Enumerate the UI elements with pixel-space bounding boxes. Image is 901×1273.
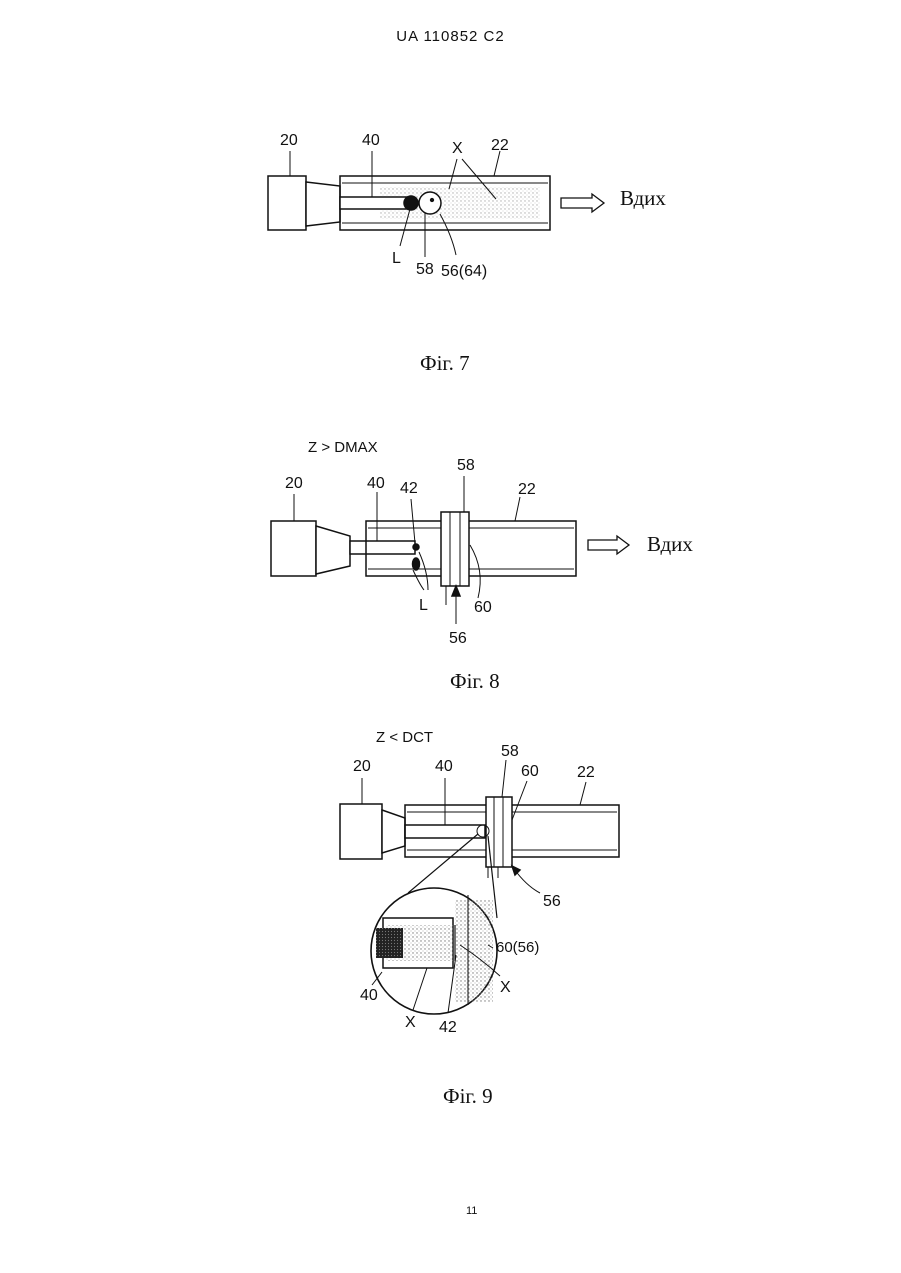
fig9-condition: Z < DCT [376, 729, 433, 746]
figure-7-caption: Фіг. 7 [420, 351, 470, 376]
fig7-label-40: 40 [362, 132, 380, 149]
fig8-label-60: 60 [474, 599, 492, 616]
page-number: 11 [466, 1205, 477, 1217]
figure-9-drawing [340, 760, 619, 1014]
fig7-label-x: X [452, 140, 463, 157]
liquid-drop [404, 196, 418, 210]
fig8-label-42: 42 [400, 480, 418, 497]
fig9-label-56: 56 [543, 893, 561, 910]
figure-9-caption: Фіг. 9 [443, 1084, 493, 1109]
fig8-condition: Z > DMAX [308, 439, 378, 456]
fig8-label-22: 22 [518, 481, 536, 498]
fig9-label-20: 20 [353, 758, 371, 775]
fig9-label-22: 22 [577, 764, 595, 781]
figure-8-caption: Фіг. 8 [450, 669, 500, 694]
fig8-label-58: 58 [457, 457, 475, 474]
figure-7-drawing [268, 151, 604, 257]
fig9-detail-label-42: 42 [439, 1019, 457, 1036]
fig7-label-l: L [392, 250, 401, 267]
fig8-outlet-label: Вдих [647, 532, 693, 556]
fig8-label-40: 40 [367, 475, 385, 492]
fig9-detail-label-x-left: X [405, 1014, 416, 1031]
figure-8-drawing [271, 476, 629, 624]
fig9-label-40: 40 [435, 758, 453, 775]
fig7-label-56-64: 56(64) [441, 263, 487, 280]
fig7-label-58: 58 [416, 261, 434, 278]
fig9-detail-label-60-56: 60(56) [496, 939, 539, 956]
fig7-label-22: 22 [491, 137, 509, 154]
fig8-label-56: 56 [449, 630, 467, 647]
fig8-label-l: L [419, 597, 428, 614]
fig8-label-20: 20 [285, 475, 303, 492]
fig7-outlet-label: Вдих [620, 186, 666, 210]
fig9-detail-label-x-right: X [500, 979, 511, 996]
fig9-detail-label-40: 40 [360, 987, 378, 1004]
fig7-label-20: 20 [280, 132, 298, 149]
fig9-label-60: 60 [521, 763, 539, 780]
fig9-label-58: 58 [501, 743, 519, 760]
